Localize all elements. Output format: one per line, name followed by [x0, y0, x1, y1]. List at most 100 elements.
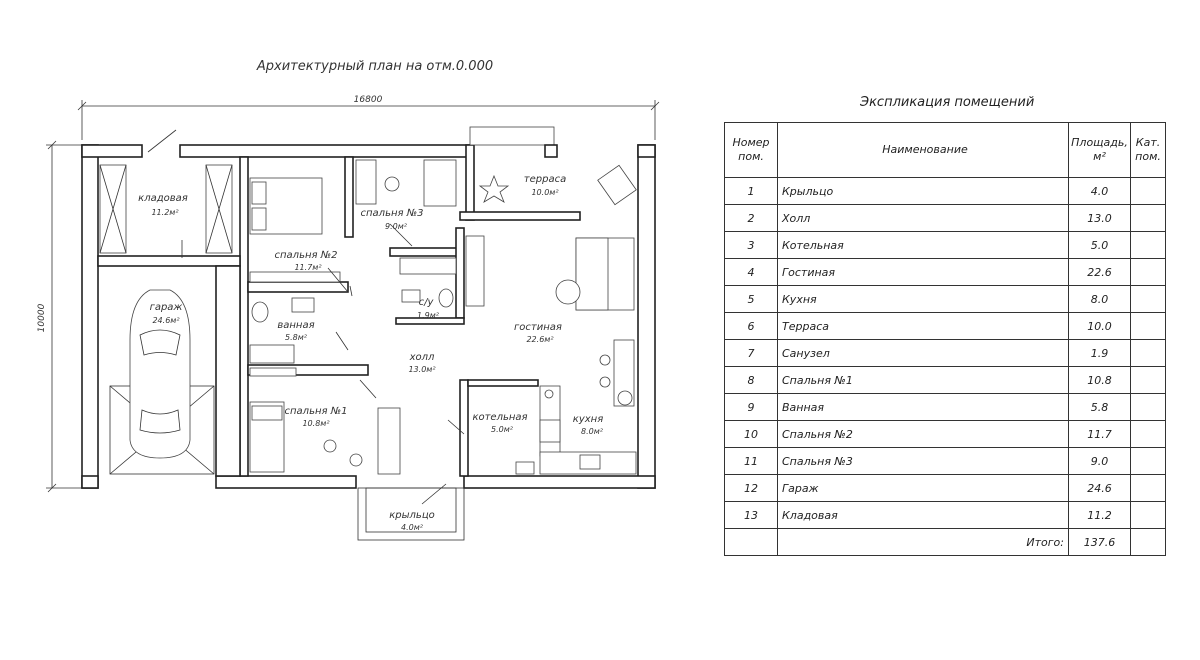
- room-porch-name: крыльцо: [389, 510, 435, 521]
- row-category: [1130, 312, 1166, 340]
- room-boiler-name: котельная: [472, 412, 527, 423]
- row-category: [1130, 231, 1166, 259]
- total-row: Итого: 137.6: [724, 528, 1166, 556]
- room-terrace-name: терраса: [524, 174, 566, 185]
- room-bedroom1-area: 10.8м²: [302, 419, 330, 428]
- header-area-line2: м²: [1093, 150, 1106, 163]
- row-category: [1130, 474, 1166, 502]
- header-number-line1: Номер: [732, 136, 770, 149]
- row-name: Гостиная: [777, 258, 1069, 286]
- terrace-furniture: [478, 164, 637, 206]
- row-category: [1130, 258, 1166, 286]
- room-kitchen-name: кухня: [573, 414, 603, 425]
- room-hall-name: холл: [409, 352, 435, 363]
- room-bathroom-name: ванная: [277, 320, 314, 331]
- dimension-width-label: 16800: [354, 95, 383, 105]
- row-number: 4: [724, 258, 778, 286]
- row-name: Спальня №2: [777, 420, 1069, 448]
- row-name: Санузел: [777, 339, 1069, 367]
- room-storage-area: 11.2м²: [151, 208, 179, 217]
- room-kitchen-area: 8.0м²: [581, 427, 604, 436]
- room-porch-area: 4.0м²: [401, 523, 424, 532]
- row-area: 4.0: [1068, 177, 1131, 205]
- header-area: Площадь, м²: [1068, 122, 1131, 178]
- door-swings: [147, 129, 465, 505]
- room-bedroom3-area: 9.0м²: [385, 222, 408, 231]
- row-name: Крыльцо: [777, 177, 1069, 205]
- row-area: 8.0: [1068, 285, 1131, 313]
- plan-title: Архитектурный план на отм.0.000: [256, 59, 493, 74]
- row-area: 13.0: [1068, 204, 1131, 232]
- header-name: Наименование: [777, 122, 1069, 178]
- row-area: 22.6: [1068, 258, 1131, 286]
- room-garage-area: 24.6м²: [152, 316, 180, 325]
- row-number: 2: [724, 204, 778, 232]
- row-category: [1130, 420, 1166, 448]
- header-category: Кат. пом.: [1130, 122, 1166, 178]
- room-wc-name: с/у: [419, 297, 435, 308]
- row-number: 1: [724, 177, 778, 205]
- row-area: 10.0: [1068, 312, 1131, 340]
- row-area: 11.7: [1068, 420, 1131, 448]
- row-category: [1130, 204, 1166, 232]
- row-area: 9.0: [1068, 447, 1131, 475]
- row-category: [1130, 393, 1166, 421]
- room-garage-name: гараж: [150, 302, 183, 313]
- row-number: 3: [724, 231, 778, 259]
- row-category: [1130, 285, 1166, 313]
- room-terrace-area: 10.0м²: [531, 188, 559, 197]
- terrace-railing: [469, 126, 656, 158]
- row-name: Холл: [777, 204, 1069, 232]
- row-name: Котельная: [777, 231, 1069, 259]
- room-bathroom-area: 5.8м²: [285, 333, 308, 342]
- total-label: Итого:: [777, 528, 1069, 556]
- row-name: Спальня №1: [777, 366, 1069, 394]
- row-area: 1.9: [1068, 339, 1131, 367]
- row-number: 12: [724, 474, 778, 502]
- floor-plan: Архитектурный план на отм.0.000 16800 10…: [37, 59, 660, 541]
- room-storage-name: кладовая: [138, 193, 188, 204]
- room-bedroom1-name: спальня №1: [285, 406, 348, 417]
- interior-walls: [97, 156, 539, 477]
- row-category: [1130, 339, 1166, 367]
- schedule-title: Экспликация помещений: [860, 95, 1035, 110]
- room-hall-area: 13.0м²: [408, 365, 436, 374]
- header-category-line2: пом.: [1135, 150, 1161, 163]
- room-bedroom2-area: 11.7м²: [294, 263, 322, 272]
- total-category-cell: [1130, 528, 1166, 556]
- room-schedule-table: Номер пом. Наименование Площадь, м² Кат.…: [724, 122, 1166, 556]
- row-name: Ванная: [777, 393, 1069, 421]
- total-empty-cell: [724, 528, 778, 556]
- row-category: [1130, 501, 1166, 529]
- row-number: 13: [724, 501, 778, 529]
- porch: [357, 487, 465, 541]
- total-value: 137.6: [1068, 528, 1131, 556]
- row-area: 10.8: [1068, 366, 1131, 394]
- row-name: Терраса: [777, 312, 1069, 340]
- room-boiler-area: 5.0м²: [491, 425, 514, 434]
- row-name: Кладовая: [777, 501, 1069, 529]
- row-number: 10: [724, 420, 778, 448]
- schedule-header-row: Номер пом. Наименование Площадь, м² Кат.…: [724, 122, 1166, 178]
- row-number: 5: [724, 285, 778, 313]
- dimension-height-label: 10000: [37, 303, 47, 332]
- storage-shelves: [99, 164, 233, 254]
- header-number: Номер пом.: [724, 122, 778, 178]
- row-name: Гараж: [777, 474, 1069, 502]
- row-category: [1130, 447, 1166, 475]
- room-bedroom2-name: спальня №2: [275, 250, 338, 261]
- room-living-name: гостиная: [514, 322, 562, 333]
- row-area: 5.0: [1068, 231, 1131, 259]
- exterior-walls: [81, 144, 656, 489]
- header-category-line1: Кат.: [1135, 136, 1161, 149]
